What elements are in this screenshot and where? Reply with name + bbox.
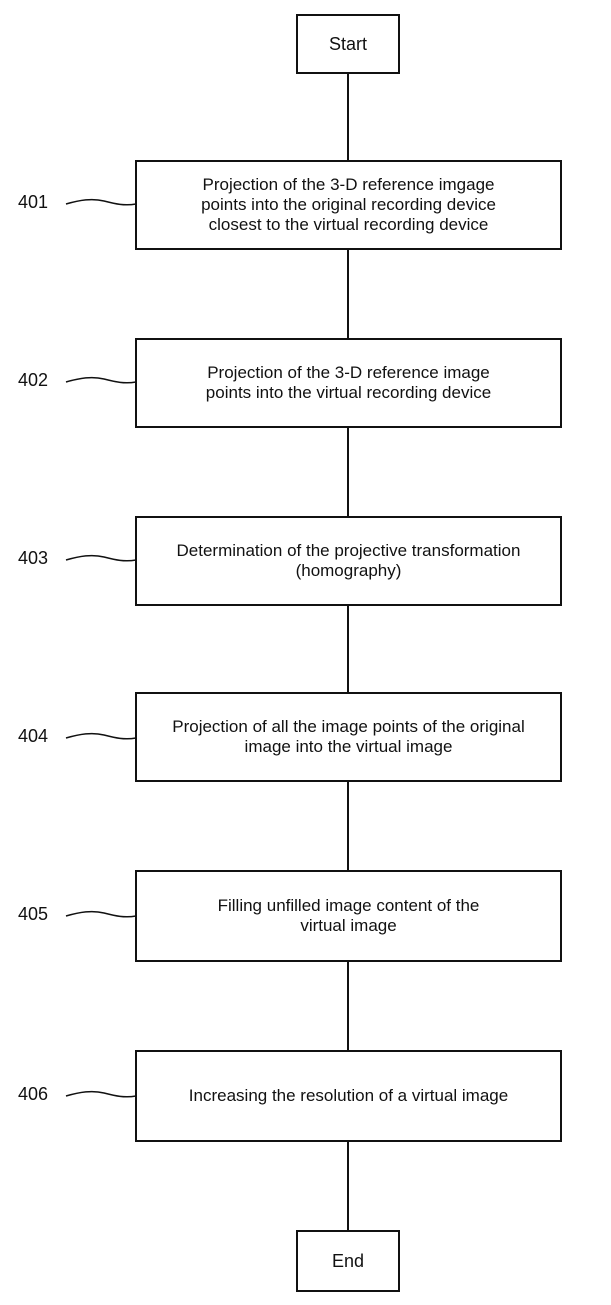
end-terminal: End (296, 1230, 400, 1292)
step-box-405: Filling unfilled image content of the vi… (135, 870, 562, 962)
step-box-403: Determination of the projective transfor… (135, 516, 562, 606)
end-label: End (331, 1251, 365, 1271)
step-box-406: Increasing the resolution of a virtual i… (135, 1050, 562, 1142)
leader-line-401 (65, 198, 137, 206)
start-terminal: Start (296, 14, 400, 74)
leader-line-403 (65, 554, 137, 562)
step-box-402: Projection of the 3-D reference image po… (135, 338, 562, 428)
step-box-401: Projection of the 3-D reference imgage p… (135, 160, 562, 250)
leader-line-405 (65, 910, 137, 918)
leader-line-406 (65, 1090, 137, 1098)
ref-label-403: 403 (18, 548, 49, 568)
step-text-401: Projection of the 3-D reference imgage p… (201, 175, 496, 234)
ref-label-405: 405 (18, 904, 49, 924)
leader-line-404 (65, 732, 137, 740)
step-text-405: Filling unfilled image content of the vi… (217, 896, 480, 935)
ref-label-404: 404 (18, 726, 49, 746)
step-box-404: Projection of all the image points of th… (135, 692, 562, 782)
step-text-402: Projection of the 3-D reference image po… (205, 363, 492, 402)
ref-label-401: 401 (18, 192, 49, 212)
step-text-404: Projection of all the image points of th… (172, 717, 525, 756)
step-text-403: Determination of the projective transfor… (176, 541, 521, 580)
start-label: Start (328, 34, 367, 54)
ref-label-406: 406 (18, 1084, 49, 1104)
step-text-406: Increasing the resolution of a virtual i… (188, 1086, 509, 1105)
leader-line-402 (65, 376, 137, 384)
ref-label-402: 402 (18, 370, 49, 390)
